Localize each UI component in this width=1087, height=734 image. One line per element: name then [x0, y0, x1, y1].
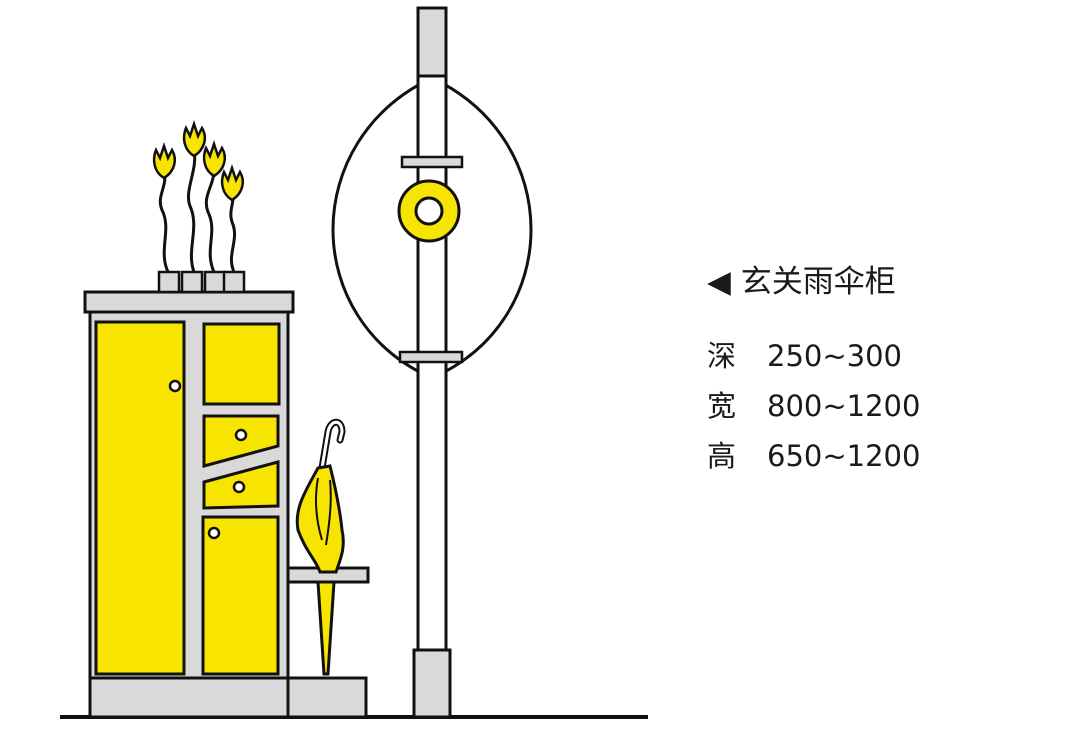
bloom-2 [182, 120, 206, 158]
plant-pot-1 [157, 270, 181, 294]
hook-lower [398, 350, 464, 364]
left-door-knob [168, 379, 182, 393]
spec-value: 800~1200 [767, 389, 921, 423]
spec-value: 650~1200 [767, 439, 921, 473]
umbrella-cabinet [83, 290, 370, 719]
cabinet-top-right-panel [202, 322, 281, 406]
umbrella-canopy [295, 464, 345, 574]
plant-stem-4 [229, 189, 237, 273]
spec-label: 深 [707, 339, 737, 373]
hook-upper [400, 155, 464, 169]
spec-row-depth: 深 250~300 [707, 338, 902, 374]
cabinet-bottom-right-door [201, 515, 280, 676]
bloom-1 [152, 142, 176, 180]
side-base [286, 676, 368, 719]
upper-drawer-knob [234, 428, 248, 442]
plant-stem-2 [187, 149, 197, 273]
umbrella [295, 418, 346, 676]
spec-row-width: 宽 800~1200 [707, 388, 920, 424]
cabinet-base [88, 676, 290, 719]
plant-pot-2 [180, 270, 204, 294]
spec-label: 高 [707, 439, 737, 473]
lower-drawer-knob [232, 480, 246, 494]
coat-stand [331, 6, 533, 719]
bottom-door-knob [207, 526, 221, 540]
plant-stem-3 [204, 169, 216, 273]
plant-stem-1 [158, 171, 170, 273]
spec-label: 宽 [707, 389, 737, 423]
plant-pot-3 [203, 270, 227, 294]
spec-row-height: 高 650~1200 [707, 438, 920, 474]
plant-pots [152, 120, 246, 294]
spec-value: 250~300 [767, 339, 903, 373]
plant-pot-4 [222, 270, 246, 294]
bloom-4 [220, 164, 244, 202]
cabinet-left-door [94, 320, 186, 676]
pole-base [412, 648, 452, 719]
pole-top-cap [416, 6, 448, 78]
bloom-3 [202, 140, 226, 178]
cabinet-title: ◀ 玄关雨伞柜 [707, 264, 896, 300]
cabinet-top [83, 290, 295, 314]
yellow-ring-hole [414, 196, 444, 226]
umbrella-tip [316, 580, 336, 676]
